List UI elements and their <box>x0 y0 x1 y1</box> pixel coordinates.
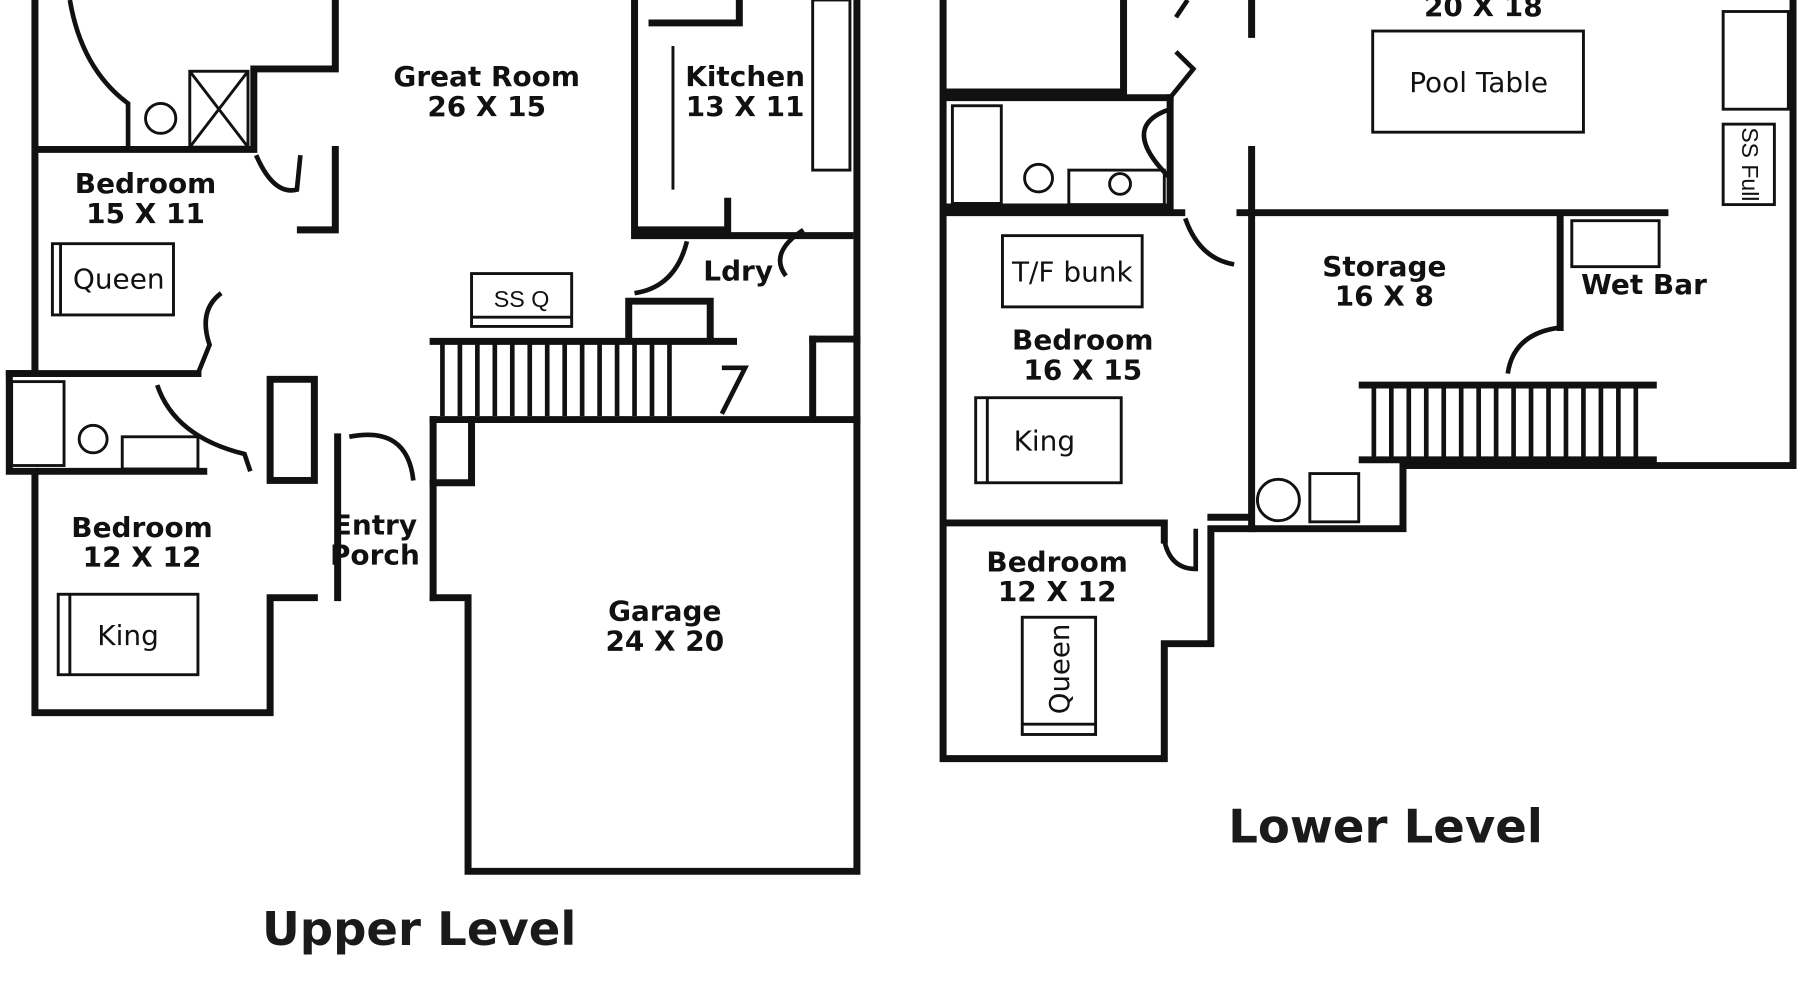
garage-size: 24 X 20 <box>605 625 724 658</box>
pool-table <box>1371 29 1585 134</box>
wet-bar-name: Wet Bar <box>1581 268 1707 301</box>
laundry-name: Ldry <box>703 255 773 288</box>
pool-table-label: Pool Table <box>1409 66 1548 99</box>
bedroom-name: Bedroom <box>1012 324 1153 357</box>
staircase-upper <box>440 341 672 417</box>
bed-label: Queen <box>1043 624 1076 715</box>
king-bed-upper <box>56 592 200 677</box>
sleeper-label: SS Full <box>1737 127 1763 201</box>
king-bed-lower <box>974 396 1123 485</box>
great-room-name: Great Room <box>393 60 580 93</box>
bed-label: King <box>1014 425 1076 458</box>
great-room-size: 26 X 15 <box>427 90 546 123</box>
queen-bed-lower <box>1020 615 1098 736</box>
upper-level-title: Upper Level <box>262 902 576 956</box>
bunk-label: T/F bunk <box>1011 256 1133 289</box>
storage-size: 16 X 8 <box>1335 280 1434 313</box>
bedroom-name: Bedroom <box>71 511 212 544</box>
storage-name: Storage <box>1322 250 1446 283</box>
bedroom-name: Bedroom <box>986 545 1127 578</box>
sleeper-label: SS Q <box>494 286 550 312</box>
garage-name: Garage <box>608 595 721 628</box>
bedroom-size: 12 X 12 <box>998 575 1117 608</box>
staircase-lower <box>1371 387 1639 458</box>
bedroom-size: 16 X 15 <box>1023 353 1142 386</box>
bedroom-name: Bedroom <box>75 167 216 200</box>
bedroom-size: 15 X 11 <box>86 197 205 230</box>
bunk-bed <box>1001 234 1144 309</box>
rec-room-size: 20 X 18 <box>1424 0 1543 23</box>
bedroom-size: 12 X 12 <box>83 541 202 574</box>
upper-level-plan: Great Room 26 X 15 Kitchen 13 X 11 Bedro… <box>5 0 861 956</box>
sleeper-sofa-lower <box>1721 122 1776 207</box>
lower-level-plan: 20 X 18 Pool Table SS Full Storage 16 X … <box>939 0 1797 854</box>
lower-level-title: Lower Level <box>1228 800 1543 854</box>
bed-label: King <box>97 619 159 652</box>
kitchen-size: 13 X 11 <box>686 90 805 123</box>
kitchen-name: Kitchen <box>685 60 805 93</box>
bed-label: Queen <box>73 263 165 296</box>
sleeper-sofa-upper <box>470 272 574 328</box>
queen-bed-upper <box>50 242 175 317</box>
entry-name: Entry <box>333 509 417 542</box>
entry-name-2: Porch <box>330 539 420 572</box>
